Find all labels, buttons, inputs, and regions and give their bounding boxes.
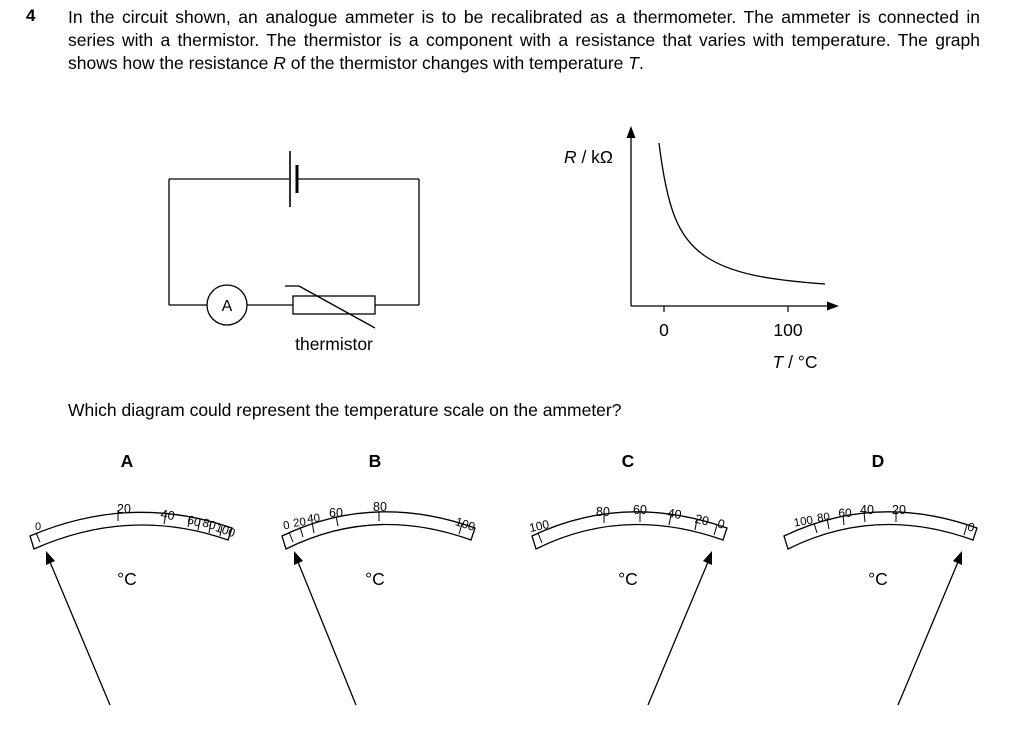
option-d-label-80: 80 — [816, 511, 830, 525]
option-b-label-20: 20 — [292, 516, 306, 530]
option-b-label-100: 100 — [454, 514, 478, 534]
resistance-temperature-graph: R / kΩ 0 100 T / °C — [564, 126, 839, 372]
stem-var-t: T — [628, 53, 639, 73]
option-a-meter: A 0 20 40 60 80 100 °C — [29, 451, 238, 706]
ammeter-symbol — [206, 284, 248, 326]
question-prompt: Which diagram could represent the temper… — [68, 400, 622, 420]
thermistor-label: thermistor — [295, 334, 373, 354]
option-b-letter: B — [369, 451, 382, 471]
option-c-pointer — [647, 561, 709, 706]
option-d-unit: °C — [868, 569, 888, 589]
option-a-letter: A — [121, 451, 134, 471]
option-d-label-100: 100 — [793, 514, 814, 529]
option-b-meter: B 0 20 40 60 80 100 °C — [281, 451, 478, 706]
option-c-label-80: 80 — [596, 505, 610, 519]
option-d-meter: D 100 80 60 40 20 0 °C — [783, 451, 978, 706]
option-d-label-60: 60 — [838, 506, 852, 520]
option-b-pointer-head — [294, 551, 303, 565]
option-b-unit: °C — [365, 569, 385, 589]
circuit-diagram: A thermistor — [168, 151, 420, 354]
stem-part-2: of the thermistor changes with temperatu… — [285, 53, 629, 73]
stem-part-1: In the circuit shown, an analogue ammete… — [68, 7, 980, 73]
graph-x-arrowhead — [827, 301, 839, 311]
option-c-label-0: 0 — [716, 516, 727, 531]
ammeter-label: A — [222, 298, 233, 315]
graph-y-label-unit: / kΩ — [577, 147, 613, 167]
option-b-label-40: 40 — [307, 512, 321, 525]
option-a-label-100: 100 — [214, 520, 238, 540]
option-a-pointer-head — [46, 551, 55, 565]
option-d-label-40: 40 — [860, 503, 874, 517]
option-c-letter: C — [622, 451, 635, 471]
option-c-label-100: 100 — [528, 517, 551, 535]
option-c-unit: °C — [618, 569, 638, 589]
graph-curve — [658, 142, 826, 285]
option-d-label-20: 20 — [892, 503, 906, 517]
option-a-scale-arc — [29, 511, 233, 550]
option-a-label-60: 60 — [186, 513, 203, 530]
graph-x-label-var: T — [773, 352, 785, 372]
graph-y-arrowhead — [626, 126, 636, 138]
option-b-label-60: 60 — [329, 506, 343, 520]
option-c-label-20: 20 — [694, 512, 711, 529]
option-a-label-0: 0 — [35, 521, 41, 533]
option-a-unit: °C — [117, 569, 137, 589]
stem-var-r: R — [273, 53, 286, 73]
stem-part-3: . — [638, 53, 644, 73]
option-b-ticks — [288, 511, 463, 543]
graph-x-tick-label-100: 100 — [773, 320, 802, 340]
option-c-label-60: 60 — [633, 503, 647, 517]
thermistor-symbol — [285, 285, 376, 329]
option-b-pointer — [297, 561, 357, 706]
graph-y-label-var: R — [564, 147, 577, 167]
option-d-letter: D — [872, 451, 885, 471]
option-a-pointer — [49, 561, 111, 706]
graph-x-label-unit: / °C — [783, 352, 817, 372]
graph-y-label: R / kΩ — [564, 147, 613, 167]
option-d-label-0: 0 — [966, 520, 977, 535]
option-a-ticks — [35, 510, 223, 543]
graph-x-tick-label-0: 0 — [659, 320, 669, 340]
option-c-scale-arc — [531, 511, 728, 550]
question-number: 4 — [26, 6, 36, 25]
question-stem: In the circuit shown, an analogue ammete… — [68, 6, 980, 75]
option-c-pointer-head — [703, 551, 712, 565]
option-c-meter: C 100 80 60 40 20 0 °C — [528, 451, 728, 706]
option-b-label-0: 0 — [282, 520, 290, 533]
cell-symbol — [289, 151, 299, 207]
option-d-pointer — [897, 561, 959, 706]
option-d-scale-arc — [783, 511, 978, 550]
graph-x-label: T / °C — [773, 352, 818, 372]
option-a-label-40: 40 — [160, 507, 176, 523]
option-d-pointer-head — [953, 551, 962, 565]
option-c-label-40: 40 — [667, 506, 683, 522]
option-b-scale-arc — [281, 511, 476, 550]
option-c-ticks — [537, 511, 718, 544]
option-d-ticks — [813, 511, 968, 536]
option-b-label-80: 80 — [373, 500, 387, 514]
option-a-label-80: 80 — [201, 515, 218, 533]
option-a-label-20: 20 — [117, 502, 131, 516]
